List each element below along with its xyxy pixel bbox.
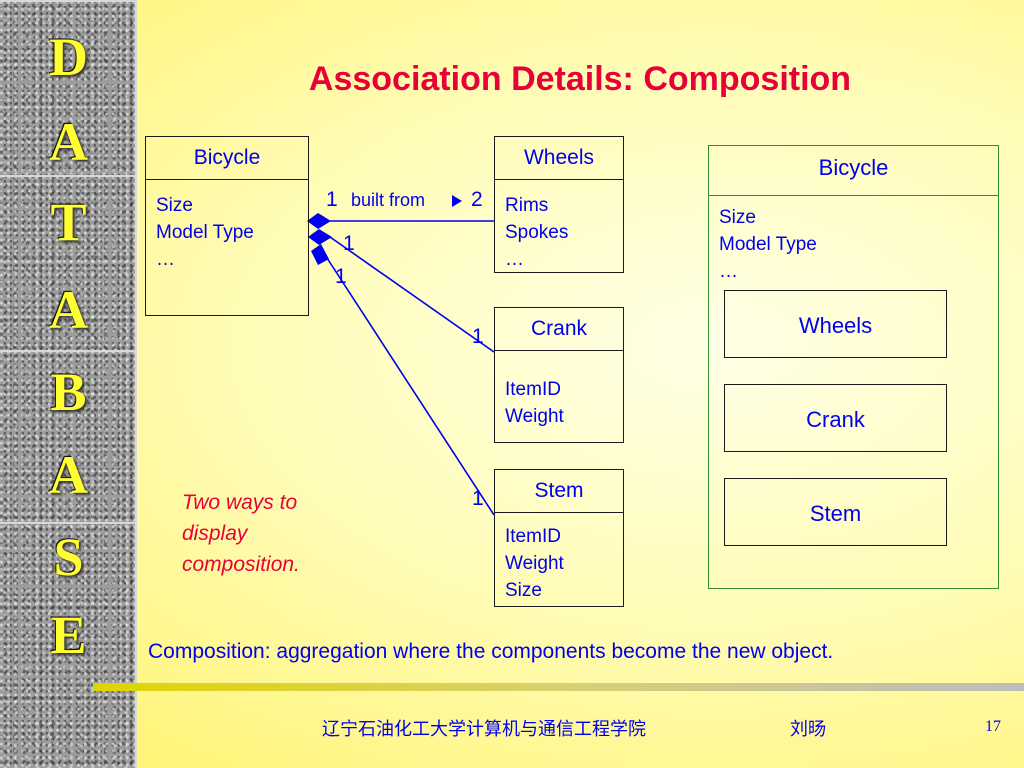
class-attributes: Rims Spokes … [505, 192, 619, 273]
bicycle-class-box: Bicycle Size Model Type … [145, 136, 309, 316]
attribute: … [719, 261, 738, 282]
part-box-crank: Crank [724, 384, 947, 452]
sidebar-letter: T [50, 192, 87, 252]
tile-divider [0, 522, 137, 524]
class-attributes: ItemID Weight Size [505, 523, 619, 604]
association-line-stem [326, 257, 495, 516]
association-label: built from [351, 190, 426, 210]
definition-caption: Composition: aggregation where the compo… [148, 640, 834, 663]
multiplicity-label: 1 [472, 487, 484, 510]
page-number: 17 [985, 718, 1001, 735]
class-name: Bicycle [146, 137, 308, 180]
attribute: Model Type [719, 234, 817, 255]
note-line: composition. [182, 553, 300, 576]
footer-author: 刘旸 [790, 719, 826, 740]
association-line-crank [329, 236, 495, 353]
sidebar-letter: A [49, 445, 88, 505]
crank-class-box: Crank ItemID Weight [494, 307, 624, 443]
class-name: Bicycle [709, 146, 998, 196]
wheels-class-box: Wheels Rims Spokes … [494, 136, 624, 273]
stem-class-box: Stem ItemID Weight Size [494, 469, 624, 607]
attribute: Model Type [156, 222, 254, 243]
attribute: Rims [505, 195, 549, 216]
class-attributes: ItemID Weight [505, 376, 619, 430]
attribute: Size [505, 580, 542, 601]
sidebar-letter: B [50, 362, 87, 422]
attribute: Size [719, 207, 756, 228]
footer-rule [93, 683, 1024, 691]
tile-divider [0, 175, 137, 177]
attribute: Weight [505, 406, 564, 427]
tile-divider [135, 0, 137, 768]
attribute: ItemID [505, 526, 561, 547]
class-attributes: Size Model Type … [156, 192, 304, 273]
composition-diamond [308, 229, 332, 245]
bicycle-composite-box: Bicycle Size Model Type … [708, 145, 999, 589]
class-attributes: Size Model Type … [719, 204, 817, 285]
part-box-stem: Stem [724, 478, 947, 546]
tile-divider [0, 350, 137, 352]
attribute: ItemID [505, 379, 561, 400]
slide-title: Association Details: Composition [308, 60, 852, 98]
sidebar-letter: A [49, 112, 88, 172]
sidebar-letter: S [53, 527, 84, 587]
attribute: Spokes [505, 222, 569, 243]
multiplicity-label: 1 [343, 232, 355, 255]
footer-school: 辽宁石油化工大学计算机与通信工程学院 [322, 719, 646, 740]
sidebar-letter: A [49, 280, 88, 340]
attribute: Weight [505, 553, 564, 574]
sidebar-letter: E [50, 605, 87, 665]
class-name: Stem [495, 470, 623, 513]
tile-divider [0, 0, 137, 2]
part-box-wheels: Wheels [724, 290, 947, 358]
multiplicity-label: 1 [335, 265, 347, 288]
direction-arrow-icon [452, 195, 462, 207]
class-name: Wheels [495, 137, 623, 180]
class-name: Crank [495, 308, 623, 351]
attribute: … [156, 249, 175, 270]
attribute: … [505, 249, 524, 270]
sidebar-letter: D [49, 27, 88, 87]
multiplicity-label: 2 [471, 188, 483, 211]
composition-diamond [307, 213, 331, 229]
side-note: Two ways to display composition. [182, 487, 352, 580]
sidebar-texture: D A T A B A S E [0, 0, 137, 768]
multiplicity-label: 1 [472, 325, 484, 348]
note-line: display [182, 522, 248, 545]
composition-diamond [311, 244, 329, 265]
note-line: Two ways to [182, 491, 298, 514]
multiplicity-label: 1 [326, 188, 338, 211]
attribute: Size [156, 195, 193, 216]
